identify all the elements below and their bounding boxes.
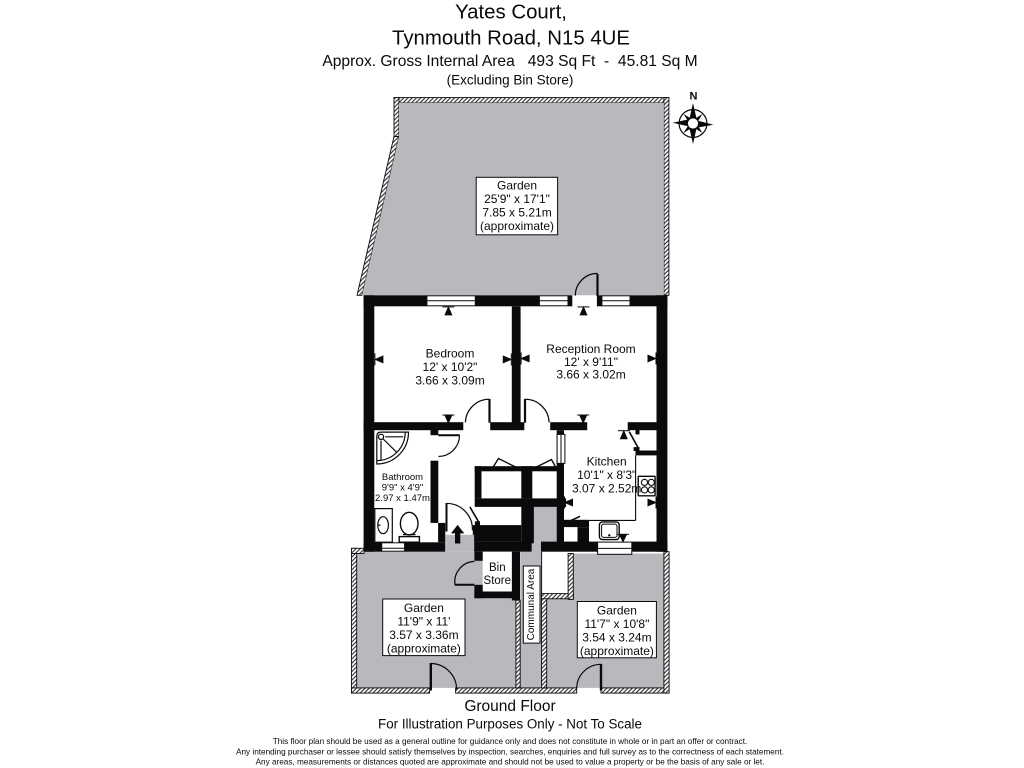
svg-text:7.85 x 5.21m: 7.85 x 5.21m [482,206,551,220]
svg-text:3.54 x 3.24m: 3.54 x 3.24m [582,630,651,644]
svg-text:Garden: Garden [497,179,537,193]
svg-text:This floor plan should be used: This floor plan should be used as a gene… [273,737,748,746]
svg-text:Any intending purchaser or les: Any intending purchaser or lessee should… [236,747,784,756]
svg-text:N: N [689,90,697,102]
svg-text:Bathroom: Bathroom [382,472,423,483]
svg-text:3.66 x 3.09m: 3.66 x 3.09m [415,374,484,388]
svg-text:12' x 10'2": 12' x 10'2" [423,360,478,374]
svg-text:3.57 x 3.36m: 3.57 x 3.36m [389,628,458,642]
svg-text:10'1" x 8'3": 10'1" x 8'3" [577,468,636,482]
svg-text:9'9" x 4'9": 9'9" x 4'9" [382,483,424,494]
svg-text:3.07 x 2.52m: 3.07 x 2.52m [572,482,641,496]
svg-text:12' x 9'11": 12' x 9'11" [564,355,618,369]
svg-text:Any areas, measurements or dis: Any areas, measurements or distances quo… [256,758,765,767]
svg-text:(approximate): (approximate) [480,219,554,233]
svg-text:25'9" x 17'1": 25'9" x 17'1" [484,192,550,206]
svg-text:Tynmouth Road, N15 4UE: Tynmouth Road, N15 4UE [392,28,630,50]
svg-text:Kitchen: Kitchen [587,455,627,469]
svg-text:Yates Court,: Yates Court, [455,1,567,23]
svg-text:Approx. Gross Internal Area: Approx. Gross Internal Area 493 Sq Ft - … [322,53,697,70]
svg-text:Garden: Garden [597,603,637,617]
svg-text:Store: Store [484,575,512,587]
svg-text:Ground Floor: Ground Floor [464,698,555,715]
svg-text:Bin: Bin [489,562,506,574]
svg-text:Bedroom: Bedroom [426,347,475,361]
svg-text:(approximate): (approximate) [580,644,654,658]
svg-text:Reception Room: Reception Room [546,342,635,356]
svg-text:(Excluding Bin Store): (Excluding Bin Store) [447,73,574,88]
svg-text:11'7" x 10'8": 11'7" x 10'8" [584,617,649,631]
svg-text:3.66 x 3.02m: 3.66 x 3.02m [556,368,625,382]
svg-text:Garden: Garden [404,601,444,615]
svg-text:Communal Area: Communal Area [526,568,537,640]
svg-text:11'9" x 11': 11'9" x 11' [397,614,450,628]
svg-text:2.97 x 1.47m: 2.97 x 1.47m [375,493,430,504]
svg-text:(approximate): (approximate) [387,641,461,655]
svg-text:For Illustration Purposes Only: For Illustration Purposes Only - Not To … [378,716,642,731]
